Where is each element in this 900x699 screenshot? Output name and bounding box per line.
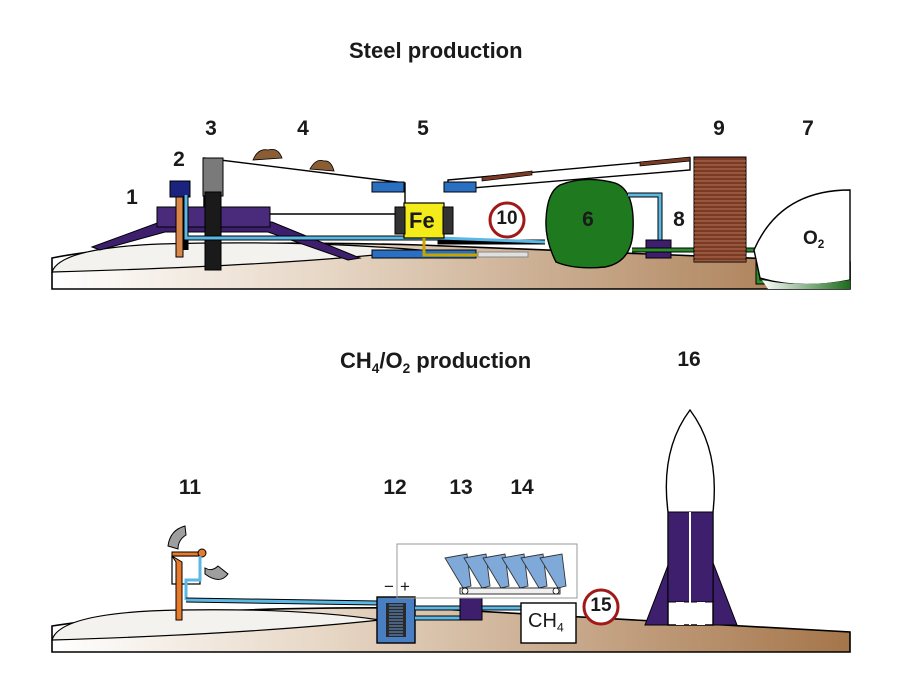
label-9: 9 bbox=[713, 117, 725, 140]
solar-panel bbox=[520, 553, 548, 589]
ch4-sub: 4 bbox=[556, 620, 564, 635]
label-15: 15 bbox=[590, 595, 612, 616]
o2-label: O2 bbox=[803, 228, 824, 250]
ch4-tank-label: CH4 bbox=[528, 610, 564, 635]
antenna-dish bbox=[167, 525, 187, 550]
label-11: 11 bbox=[178, 476, 202, 499]
blue-pipe-bottom bbox=[185, 598, 379, 605]
minus-terminal: − bbox=[384, 577, 394, 596]
panel-rail bbox=[459, 587, 561, 595]
yellow-outlet bbox=[422, 238, 480, 257]
title-production-part: production bbox=[410, 348, 532, 373]
solar-panel bbox=[463, 553, 491, 589]
label-12: 12 bbox=[383, 476, 407, 499]
label-3: 3 bbox=[205, 117, 217, 140]
label-6: 6 bbox=[582, 208, 594, 231]
label-10: 10 bbox=[496, 208, 518, 229]
electrolyser-coil bbox=[389, 604, 403, 636]
black-column bbox=[204, 191, 222, 271]
pump-bottom bbox=[459, 597, 483, 621]
fe-label: Fe bbox=[409, 208, 435, 233]
steel-production-scene bbox=[51, 148, 851, 290]
sensor-box bbox=[169, 180, 191, 198]
steel-ingot bbox=[477, 251, 529, 258]
title-ch4-sub: 4 bbox=[371, 360, 380, 376]
reactor-clamp-right bbox=[442, 206, 454, 235]
dust-pile-icon bbox=[252, 148, 283, 161]
plus-terminal: + bbox=[400, 577, 410, 596]
panel-frame bbox=[396, 543, 578, 599]
title-o2-sub: 2 bbox=[402, 360, 411, 376]
label-13: 13 bbox=[449, 476, 473, 499]
title-o-part: /O bbox=[379, 348, 403, 373]
solar-panel bbox=[539, 553, 567, 589]
o2-sub: 2 bbox=[817, 238, 825, 252]
blue-pipe bbox=[184, 195, 546, 244]
red-circle-10 bbox=[488, 201, 526, 239]
label-4: 4 bbox=[297, 117, 309, 140]
ch4-c: CH bbox=[528, 610, 557, 632]
green-tank bbox=[545, 178, 634, 269]
label-1: 1 bbox=[126, 186, 138, 209]
steel-plate-top-right bbox=[443, 181, 477, 193]
dust-pile-icon bbox=[309, 159, 335, 172]
steel-plate-top-left bbox=[371, 181, 405, 193]
rocket-nozzle bbox=[676, 602, 684, 625]
solar-panels bbox=[444, 553, 567, 589]
solar-panel bbox=[444, 553, 472, 589]
panel-wheel bbox=[461, 587, 469, 595]
label-5: 5 bbox=[417, 117, 429, 140]
o2-o: O bbox=[803, 228, 818, 249]
reactor-clamp-left bbox=[394, 206, 406, 235]
red-circle-15 bbox=[582, 588, 620, 626]
label-2: 2 bbox=[173, 148, 185, 171]
antenna-blue-loop bbox=[184, 556, 202, 600]
label-14: 14 bbox=[510, 476, 534, 499]
radiator-stack-body bbox=[693, 156, 747, 263]
radiator-stack bbox=[693, 156, 747, 263]
title-ch4-production: CH4/O2 production bbox=[340, 348, 532, 376]
ch4-tank bbox=[520, 602, 577, 644]
label-8: 8 bbox=[673, 208, 685, 231]
o2-dome-fill bbox=[762, 280, 850, 289]
o2-dome bbox=[753, 189, 851, 286]
label-16: 16 bbox=[677, 348, 701, 371]
roof-stripe bbox=[481, 170, 533, 182]
solar-panel bbox=[501, 553, 529, 589]
panel-wheel bbox=[552, 587, 560, 595]
title-steel-production: Steel production bbox=[349, 38, 523, 63]
orange-post bbox=[175, 196, 184, 258]
ch4-production-scene bbox=[51, 408, 851, 653]
orange-joint bbox=[197, 548, 207, 558]
roof-stripe bbox=[639, 156, 691, 167]
blue-pipe-to-8 bbox=[628, 193, 662, 242]
rocket-nozzle bbox=[697, 602, 705, 625]
antenna-dish-arc bbox=[204, 565, 229, 580]
title-ch4-part: CH bbox=[340, 348, 372, 373]
grey-column bbox=[202, 157, 224, 197]
label-7: 7 bbox=[802, 117, 814, 140]
solar-panel bbox=[482, 553, 510, 589]
regolith-mound-bottom bbox=[51, 609, 381, 641]
